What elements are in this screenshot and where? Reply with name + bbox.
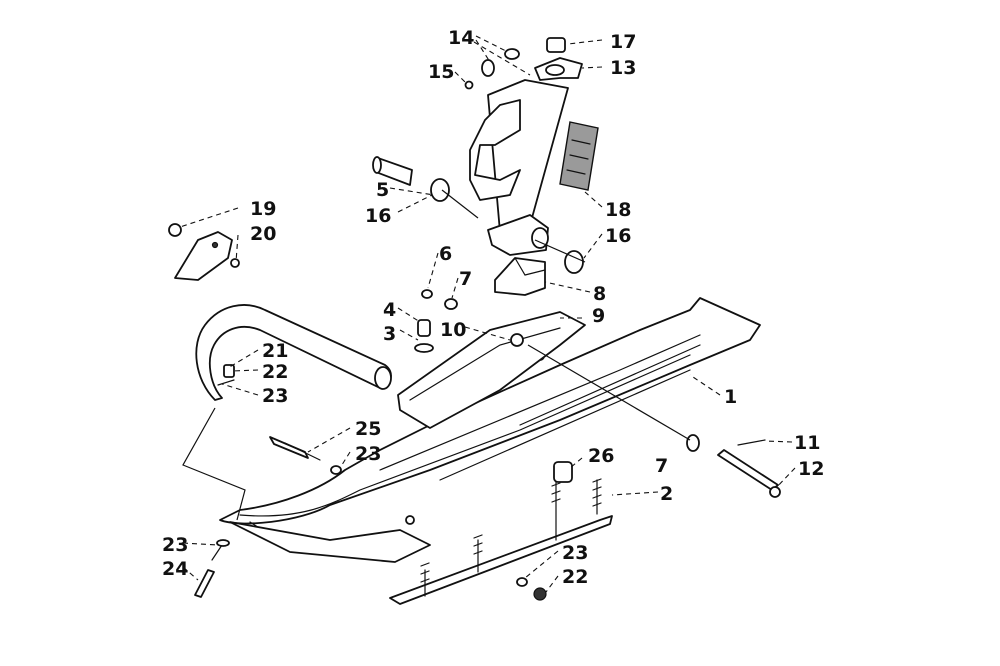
callout-5: 5 (376, 179, 389, 201)
callout-7: 7 (459, 268, 472, 290)
callout-12: 12 (798, 458, 824, 480)
ski-handle (195, 304, 392, 401)
callout-23-mid: 23 (355, 443, 381, 465)
callout-8: 8 (593, 283, 606, 305)
callout-18: 18 (605, 199, 631, 221)
callout-6: 6 (439, 243, 452, 265)
callout-11: 11 (794, 432, 820, 454)
callout-2: 2 (660, 483, 673, 505)
callout-16-left: 16 (365, 205, 391, 227)
bushing-block (494, 257, 546, 296)
callout-17: 17 (610, 31, 636, 53)
hardware (168, 37, 781, 601)
callout-22-bottom: 22 (562, 566, 588, 588)
callout-1: 1 (724, 386, 737, 408)
callout-22-handle: 22 (262, 361, 288, 383)
callout-24: 24 (162, 558, 188, 580)
callout-23-bottom: 23 (562, 542, 588, 564)
callout-13: 13 (610, 57, 636, 79)
callout-23-handle: 23 (262, 385, 288, 407)
callout-14: 14 (448, 27, 474, 49)
callout-labels: 1 2 3 4 5 6 7 7 8 9 10 11 12 13 14 15 16… (162, 27, 824, 588)
callout-16-right: 16 (605, 225, 631, 247)
callout-26: 26 (588, 445, 614, 467)
decal (559, 121, 599, 191)
callout-3: 3 (383, 323, 396, 345)
callout-25: 25 (355, 418, 381, 440)
callout-4: 4 (383, 299, 396, 321)
callout-23-left: 23 (162, 534, 188, 556)
callout-20: 20 (250, 223, 276, 245)
callout-21: 21 (262, 340, 288, 362)
callout-10: 10 (440, 319, 466, 341)
callout-9: 9 (592, 305, 605, 327)
callout-7-right: 7 (655, 455, 668, 477)
wear-bar (389, 478, 613, 605)
spindle (469, 57, 583, 256)
bracket (174, 231, 233, 281)
ski-saddle (397, 311, 586, 429)
callout-15: 15 (428, 61, 454, 83)
callout-19: 19 (250, 198, 276, 220)
leader-lines (179, 35, 796, 593)
